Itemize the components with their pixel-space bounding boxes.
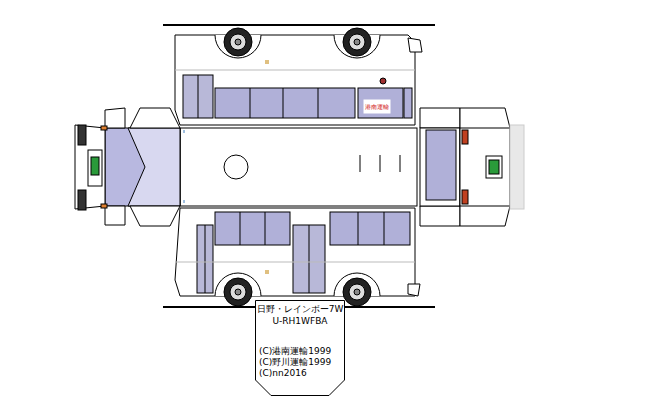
tab-text: (C)野川運輸1999 xyxy=(259,357,345,368)
tab-shape xyxy=(256,301,345,396)
tab-text: 日野・レインボー7W xyxy=(255,304,345,315)
tab-text: (C)nn2016 xyxy=(259,368,345,379)
tab-label: 日野・レインボー7WU-RH1WFBA (C)港南運輸1999(C)野川運輸199… xyxy=(255,300,345,396)
tab-text: U-RH1WFBA xyxy=(255,316,345,327)
tab-text: (C)港南運輸1999 xyxy=(259,346,345,357)
sign-text: 港南運輸 xyxy=(365,103,389,110)
